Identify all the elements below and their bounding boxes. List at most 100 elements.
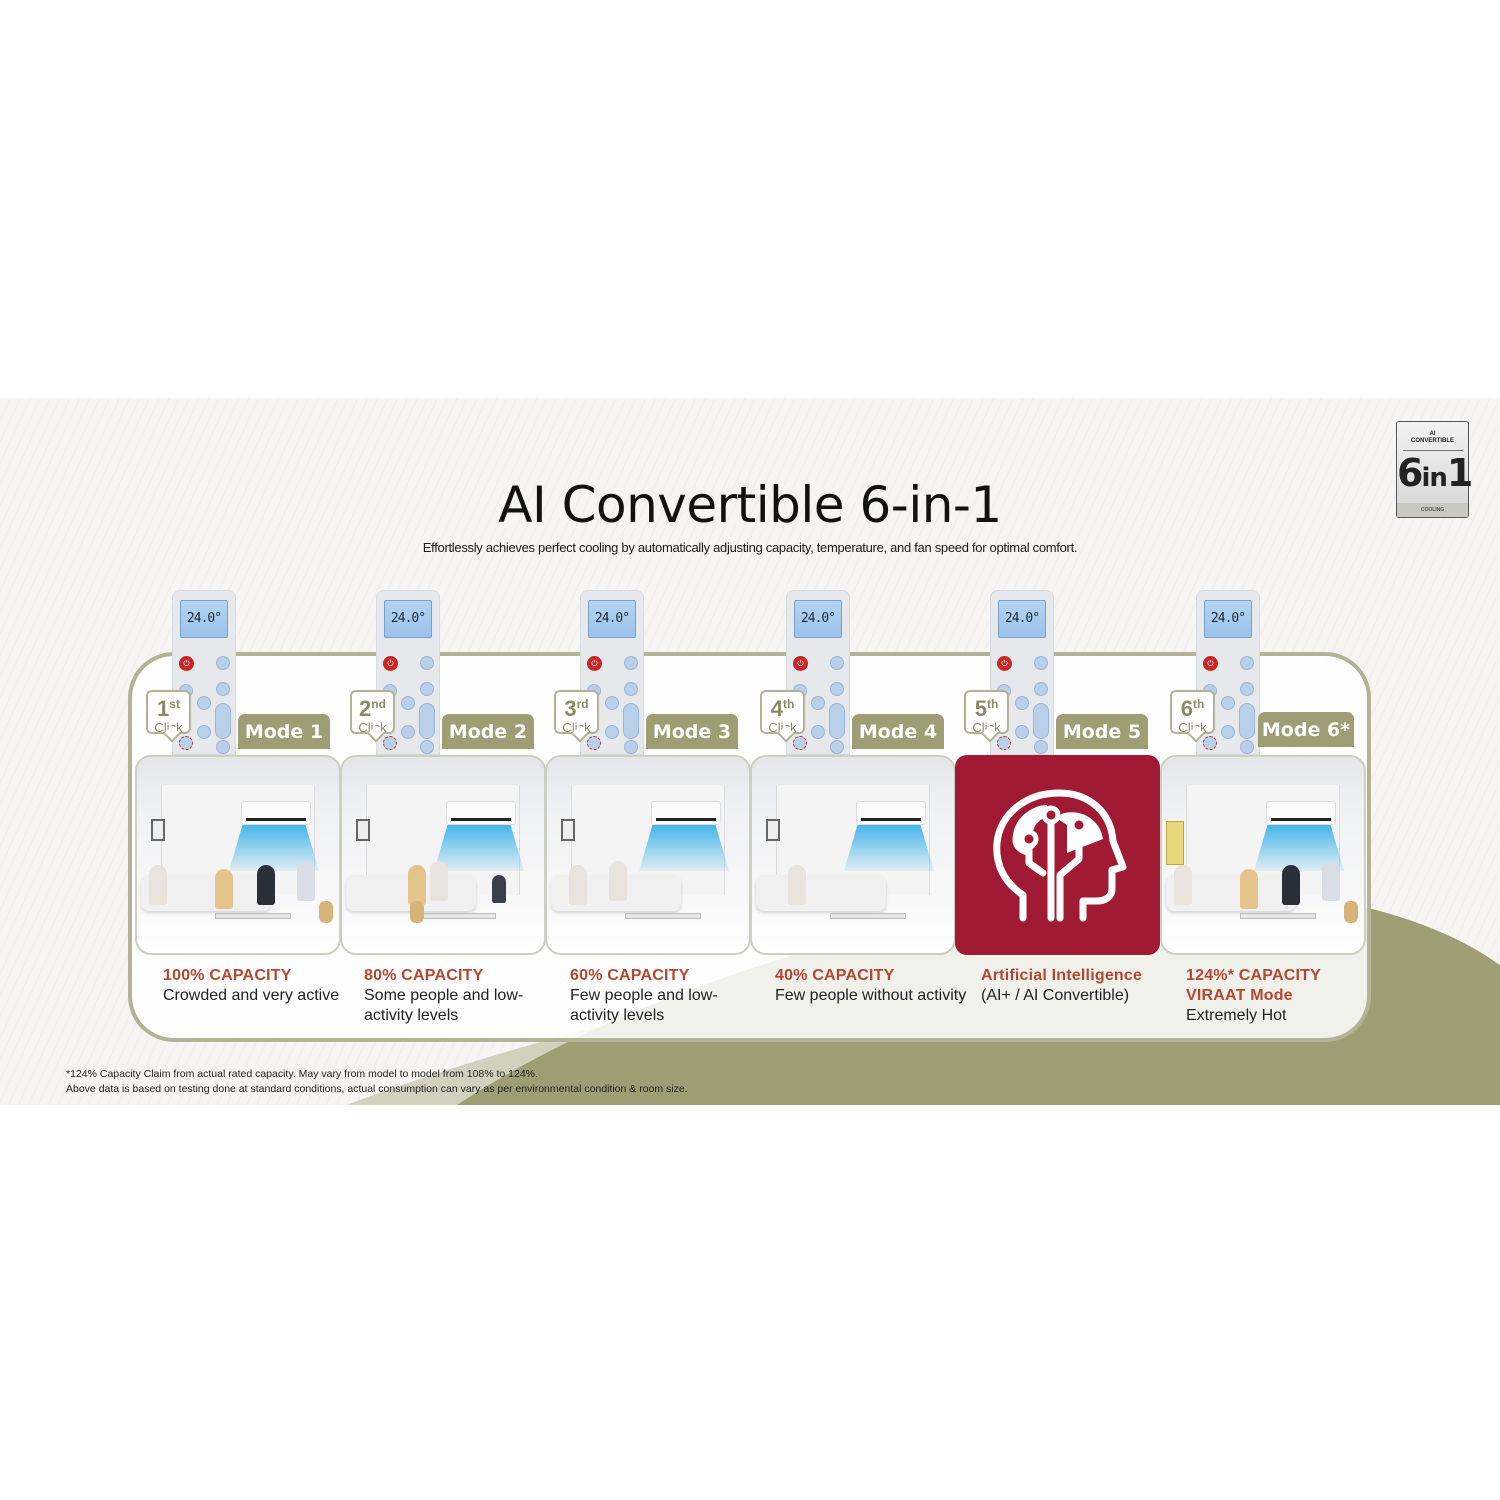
power-icon: ⏻ <box>997 656 1012 671</box>
mode-button-highlight-icon <box>997 736 1011 750</box>
capacity-title: 100% CAPACITY <box>163 967 292 984</box>
remote-button-icon <box>811 725 825 739</box>
click-count-tag: 3rd Click <box>554 690 599 735</box>
capacity-title: 80% CAPACITY <box>364 967 484 984</box>
remote-button-icon <box>1240 740 1254 754</box>
mode-caption: 40% CAPACITY Few people without activity <box>775 966 970 1006</box>
ai-convertible-6in1-badge: AI CONVERTIBLE 6in1 COOLING <box>1396 421 1473 518</box>
capacity-title: 60% CAPACITY <box>570 967 690 984</box>
remote-button-icon <box>1240 656 1254 670</box>
remote-control: 24.0° ⏻ <box>786 590 850 755</box>
capacity-description: Extremely Hot <box>1186 1007 1287 1024</box>
remote-fan-rocker-icon <box>623 703 639 739</box>
remote-button-icon <box>420 656 434 670</box>
dog-figure <box>319 901 333 923</box>
footnote-testing-conditions: Above data is based on testing done at s… <box>66 1083 688 1095</box>
remote-button-icon <box>420 682 434 696</box>
badge-6in1: 6in1 <box>1397 451 1473 495</box>
capacity-description: Few people and low-activity levels <box>570 987 718 1024</box>
scene-family-relaxing-room <box>340 755 546 955</box>
footnote-capacity-claim: *124% Capacity Claim from actual rated c… <box>66 1068 538 1080</box>
mode-caption: Artificial Intelligence (AI+ / AI Conver… <box>981 966 1176 1006</box>
scene-crowded-family-room <box>135 755 341 955</box>
remote-button-icon <box>624 682 638 696</box>
air-conditioner-icon <box>1266 801 1336 825</box>
remote-button-icon <box>1015 696 1029 710</box>
mode-caption: 60% CAPACITY Few people and low-activity… <box>570 966 765 1026</box>
remote-button-icon <box>420 740 434 754</box>
remote-button-icon <box>1221 725 1235 739</box>
remote-button-icon <box>197 725 211 739</box>
mode-caption: 124%* CAPACITY VIRAAT Mode Extremely Hot <box>1186 966 1381 1026</box>
mode-label: Mode 3 <box>646 714 738 749</box>
mode-label: Mode 5 <box>1056 714 1148 749</box>
click-count-tag: 6th Click <box>1170 690 1215 735</box>
remote-button-icon <box>624 656 638 670</box>
dog-figure <box>410 901 424 923</box>
remote-fan-rocker-icon <box>1033 703 1049 739</box>
power-icon: ⏻ <box>1203 656 1218 671</box>
mode-button-highlight-icon <box>587 736 601 750</box>
mode-button-highlight-icon <box>793 736 807 750</box>
scene-couple-on-sofa-room <box>545 755 751 955</box>
remote-button-icon <box>830 656 844 670</box>
power-icon: ⏻ <box>383 656 398 671</box>
remote-fan-rocker-icon <box>829 703 845 739</box>
remote-button-icon <box>216 656 230 670</box>
capacity-title: 40% CAPACITY <box>775 967 895 984</box>
badge-label: AI CONVERTIBLE <box>1410 431 1454 444</box>
remote-button-icon <box>1034 682 1048 696</box>
remote-button-icon <box>216 682 230 696</box>
remote-button-icon <box>624 740 638 754</box>
scene-crowded-family-room-hot <box>1160 755 1366 955</box>
remote-button-icon <box>216 740 230 754</box>
capacity-description: Some people and low-activity levels <box>364 987 524 1024</box>
click-count-tag: 4th Click <box>760 690 805 735</box>
air-conditioner-icon <box>241 801 311 825</box>
power-icon: ⏻ <box>179 656 194 671</box>
air-conditioner-icon <box>651 801 721 825</box>
page-subtitle: Effortlessly achieves perfect cooling by… <box>422 540 1078 555</box>
mode-label: Mode 1 <box>238 714 330 749</box>
remote-button-icon <box>830 740 844 754</box>
remote-button-icon <box>811 696 825 710</box>
remote-display: 24.0° <box>588 600 636 638</box>
capacity-subtitle: VIRAAT Mode <box>1186 987 1293 1004</box>
remote-display: 24.0° <box>794 600 842 638</box>
mode-button-highlight-icon <box>383 736 397 750</box>
remote-control: 24.0° ⏻ <box>580 590 644 755</box>
remote-button-icon <box>605 725 619 739</box>
click-count-tag: 1st Click <box>146 690 191 735</box>
footnotes: *124% Capacity Claim from actual rated c… <box>66 1067 688 1097</box>
power-icon: ⏻ <box>587 656 602 671</box>
badge-divider <box>1402 450 1463 451</box>
remote-fan-rocker-icon <box>1239 703 1255 739</box>
remote-fan-rocker-icon <box>419 703 435 739</box>
air-conditioner-icon <box>856 801 926 825</box>
remote-display: 24.0° <box>180 600 228 638</box>
mode-caption: 100% CAPACITY Crowded and very active <box>163 966 358 1006</box>
remote-display: 24.0° <box>998 600 1046 638</box>
dog-figure <box>1344 901 1358 923</box>
power-icon: ⏻ <box>793 656 808 671</box>
remote-button-icon <box>1015 725 1029 739</box>
page-title: AI Convertible 6-in-1 <box>498 476 1002 534</box>
mode-label: Mode 6* <box>1258 712 1354 747</box>
remote-button-icon <box>1034 740 1048 754</box>
remote-fan-rocker-icon <box>215 703 231 739</box>
remote-button-icon <box>197 696 211 710</box>
ai-head-tile <box>955 755 1160 955</box>
remote-button-icon <box>1221 696 1235 710</box>
mode-button-highlight-icon <box>179 736 193 750</box>
capacity-description: (AI+ / AI Convertible) <box>981 987 1130 1004</box>
mode-label: Mode 2 <box>442 714 534 749</box>
capacity-description: Crowded and very active <box>163 987 340 1004</box>
scene-man-on-sofa-room <box>750 755 956 955</box>
air-conditioner-icon <box>446 801 516 825</box>
remote-button-icon <box>401 725 415 739</box>
remote-button-icon <box>1034 656 1048 670</box>
remote-display: 24.0° <box>384 600 432 638</box>
capacity-description: Few people without activity <box>775 987 967 1004</box>
remote-display: 24.0° <box>1204 600 1252 638</box>
click-count-tag: 2nd Click <box>350 690 395 735</box>
